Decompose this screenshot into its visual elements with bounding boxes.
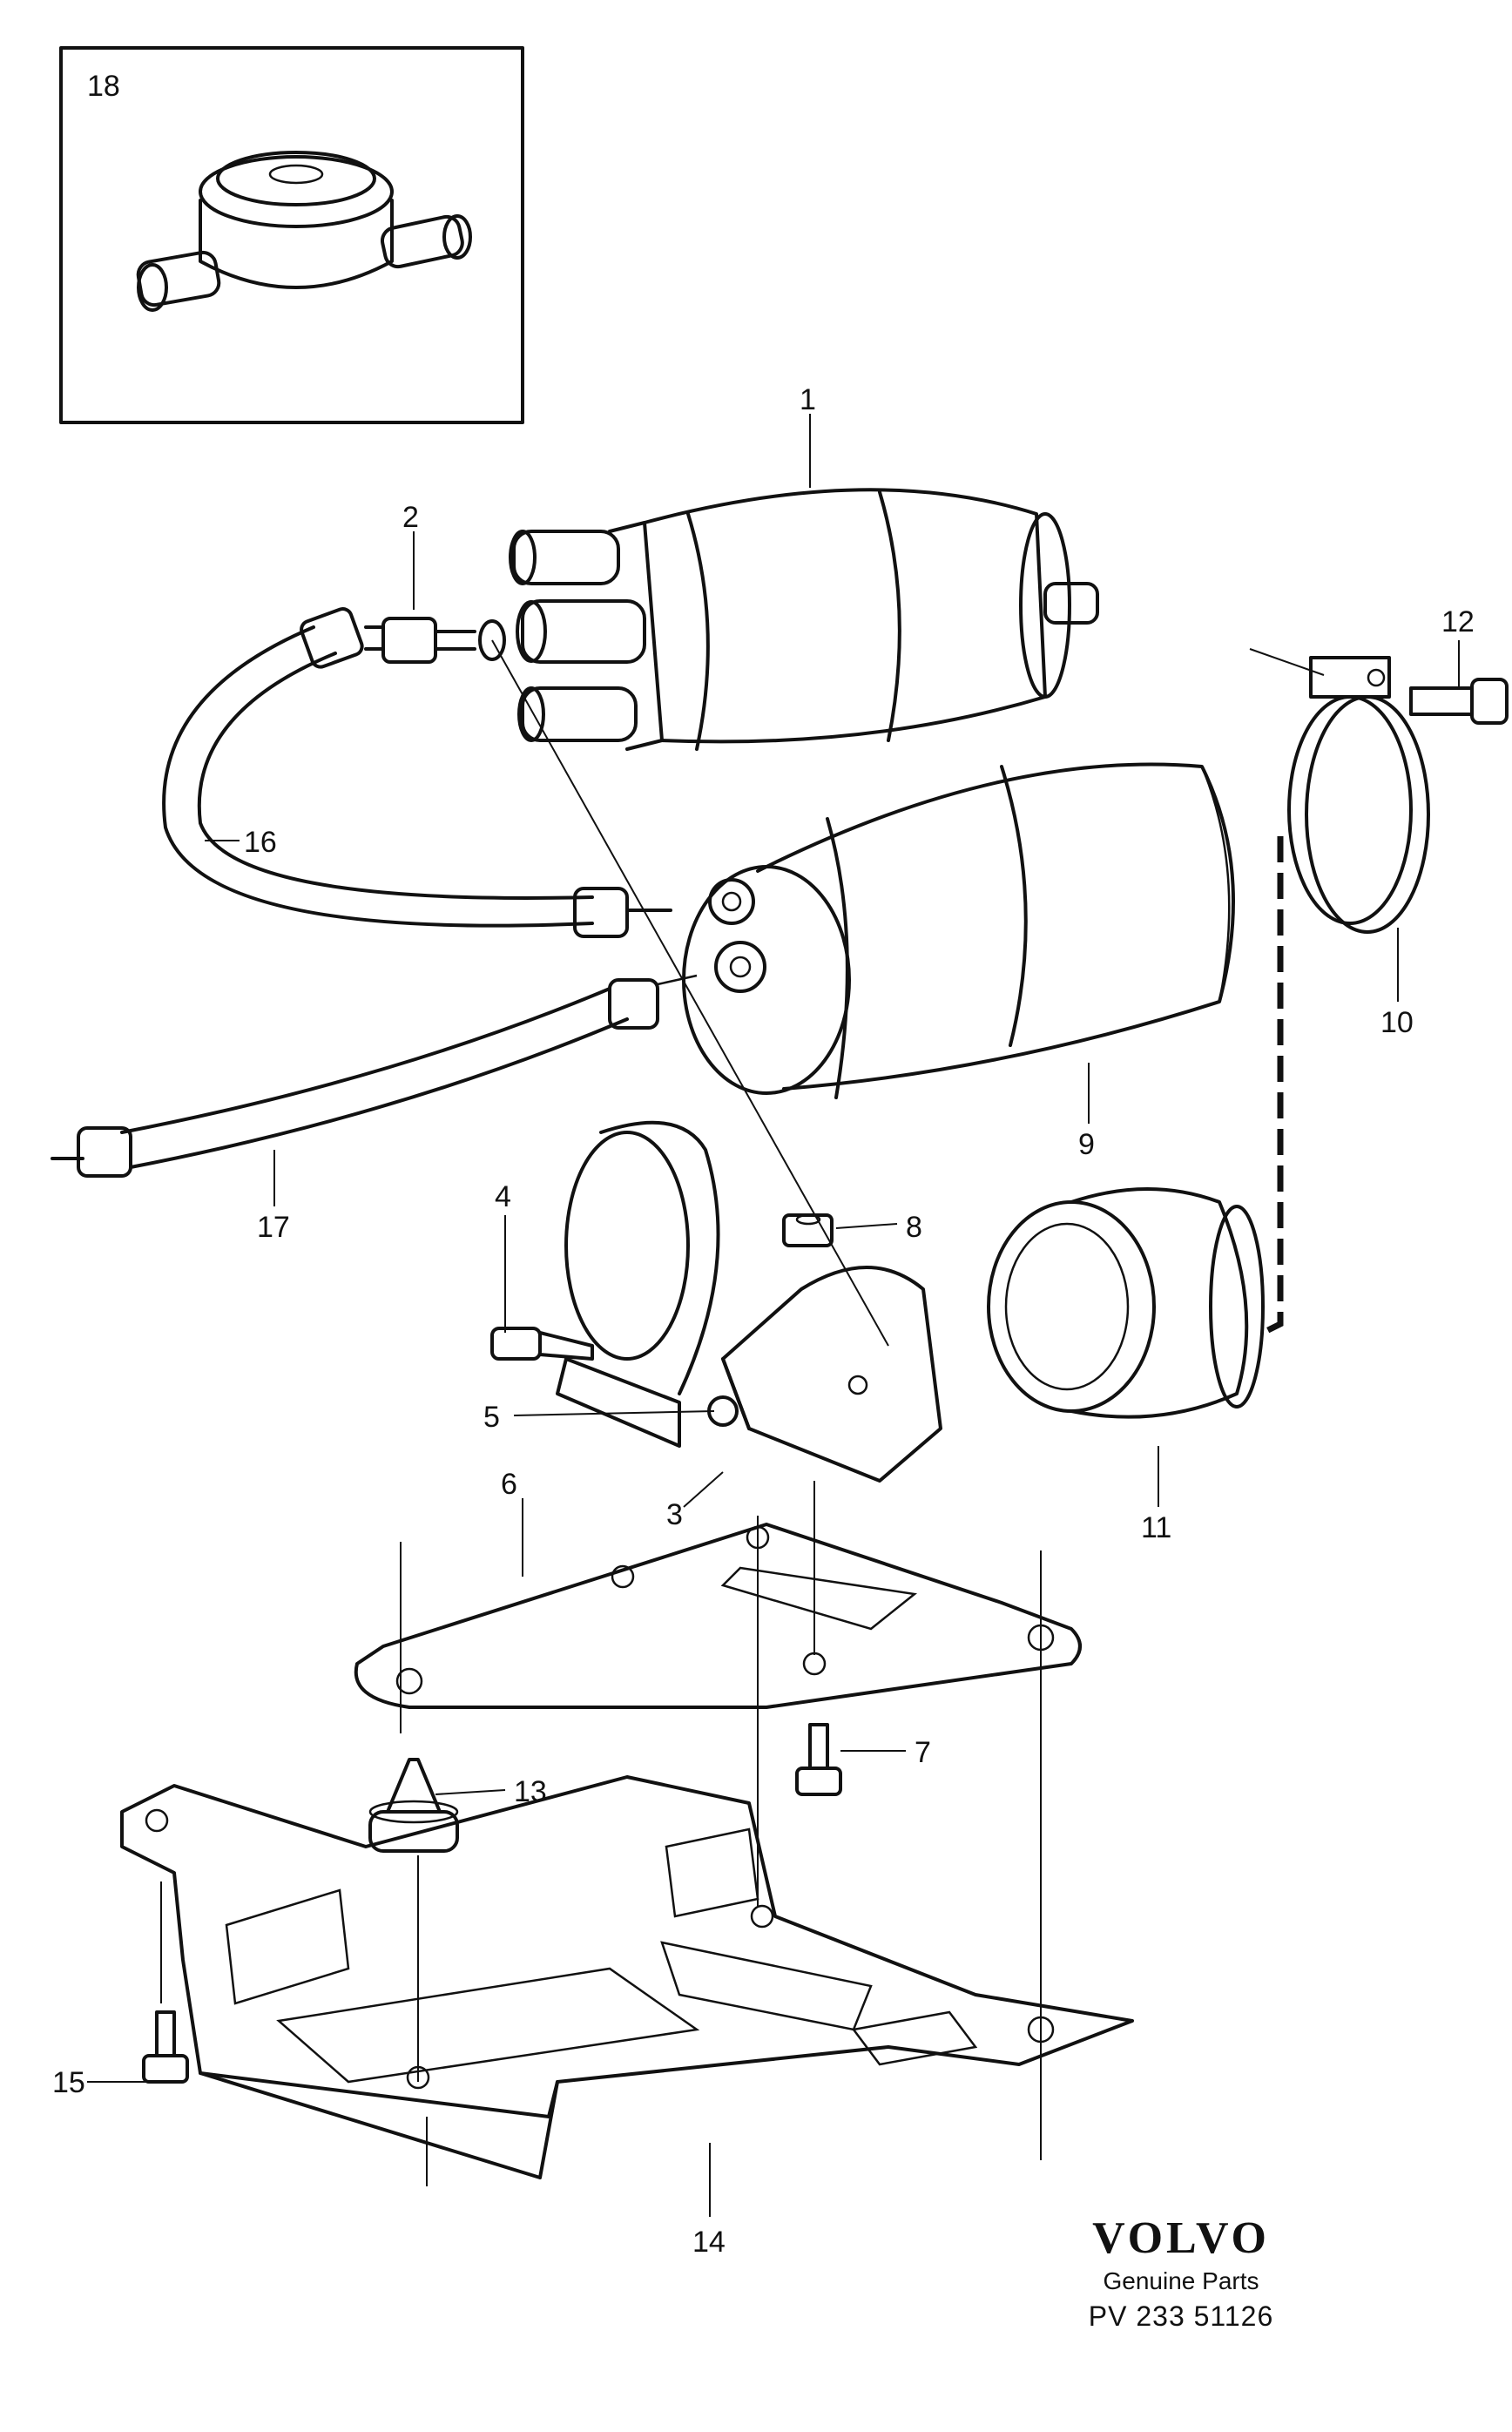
leader-line — [1249, 648, 1325, 676]
pressure-valve-icon — [136, 151, 472, 312]
screw-part-7 — [795, 1723, 842, 1796]
callout-1: 1 — [800, 383, 816, 416]
bolt-part-4 — [490, 1327, 594, 1361]
callout-16: 16 — [244, 826, 277, 859]
fuel-hose-part-17 — [51, 974, 698, 1178]
callout-8: 8 — [906, 1211, 922, 1244]
callout-18: 18 — [87, 70, 120, 103]
rubber-sleeve-part-11 — [987, 1187, 1265, 1419]
hose-clamp-part-10 — [1287, 656, 1430, 934]
callout-6: 6 — [501, 1468, 517, 1501]
filter-holder-part-3 — [556, 1120, 942, 1483]
dashed-assembly-line — [1261, 836, 1284, 1336]
callout-17: 17 — [257, 1211, 290, 1244]
fuel-hose-part-16 — [162, 607, 672, 938]
callout-9: 9 — [1078, 1128, 1095, 1161]
diagram-reference: PV 233 51126 — [1088, 2300, 1274, 2332]
callout-5: 5 — [483, 1401, 500, 1434]
alignment-line — [491, 639, 889, 1347]
inset-box-part-18: 18 — [59, 46, 524, 424]
callout-15: 15 — [52, 2066, 85, 2099]
volvo-brand-block: VOLVO Genuine Parts PV 233 51126 — [1050, 2212, 1312, 2333]
leader-line — [513, 1410, 715, 1416]
callout-10: 10 — [1380, 1006, 1414, 1039]
volvo-logo: VOLVO — [1092, 2213, 1270, 2263]
rubber-mount-part-13 — [368, 1758, 459, 1853]
screw-part-15 — [142, 2010, 189, 2084]
leader-line — [835, 1223, 898, 1229]
nut-part-8 — [782, 1213, 834, 1247]
callout-13: 13 — [514, 1775, 547, 1808]
main-bracket-part-14 — [120, 1775, 1134, 2179]
callout-3: 3 — [666, 1498, 683, 1531]
callout-12: 12 — [1441, 605, 1475, 638]
fuel-filter-part-9 — [682, 762, 1235, 1099]
callout-4: 4 — [495, 1180, 511, 1213]
callout-2: 2 — [402, 501, 419, 534]
mounting-plate-part-6 — [354, 1523, 1082, 1709]
bolt-part-12 — [1409, 678, 1509, 725]
leader-line — [435, 1789, 506, 1795]
union-fitting-part-2 — [364, 617, 506, 664]
brand-subtitle: Genuine Parts — [1103, 2267, 1259, 2294]
leader-line — [683, 1471, 724, 1508]
callout-14: 14 — [692, 2226, 726, 2259]
callout-7: 7 — [915, 1736, 931, 1769]
callout-11: 11 — [1141, 1511, 1171, 1544]
fuel-pump-part-1 — [509, 488, 1099, 751]
